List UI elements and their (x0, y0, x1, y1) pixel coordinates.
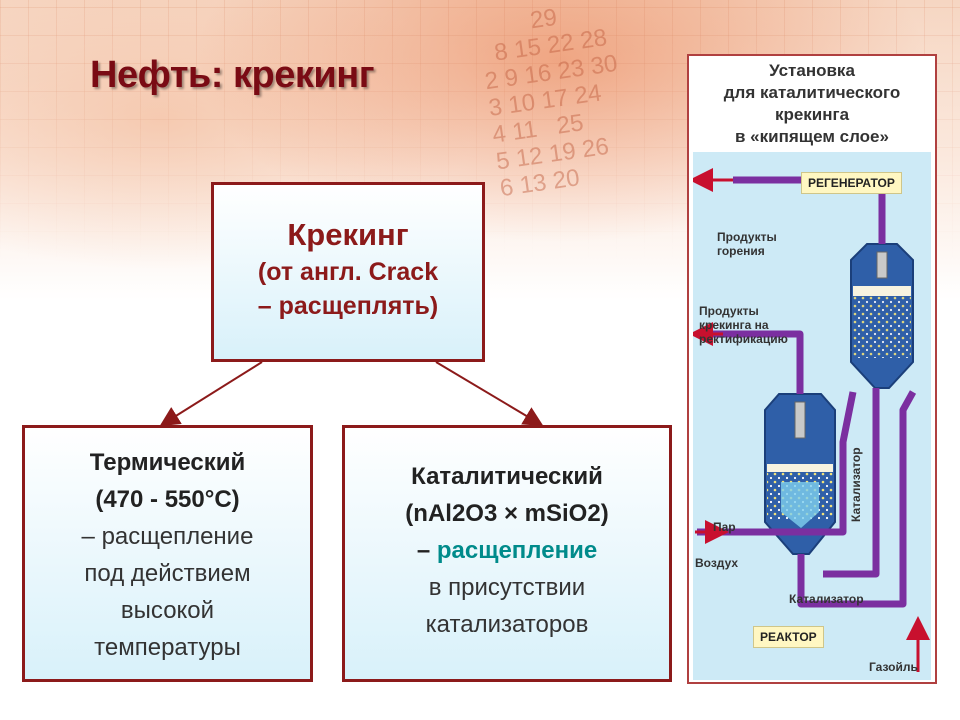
gasoil-label: Газойль (869, 660, 918, 674)
thermal-line: под действием (84, 560, 251, 587)
cracking-plant-diagram: Установка для каталитического крекинга в… (687, 54, 937, 684)
thermal-heading: Термический (89, 449, 246, 476)
thermal-temperature: (470 - 550°С) (95, 486, 240, 513)
catalytic-line: катализаторов (425, 611, 589, 638)
catalytic-heading: Каталитический (411, 463, 603, 490)
catalyst-bottom-label: Катализатор (789, 592, 864, 606)
plant-heading-line: в «кипящем слое» (735, 127, 889, 146)
arrow-to-thermal (159, 361, 263, 427)
thermal-cracking-box: Термический (470 - 550°С) – расщепление … (22, 425, 313, 682)
thermal-line: высокой (120, 597, 215, 624)
air-label: Воздух (695, 556, 739, 570)
cracking-meaning: – расщеплять) (257, 292, 439, 320)
cracking-products-line: ректификацию (699, 332, 788, 346)
catalytic-line: в присутствии (428, 574, 586, 601)
catalyst-vertical-label: Катализатор (849, 447, 863, 522)
thermal-line: – расщепление (81, 523, 254, 550)
thermal-line: температуры (94, 634, 241, 661)
plant-heading-line: Установка (769, 61, 855, 80)
reactor-vessel (764, 393, 836, 555)
plant-heading: Установка для каталитического крекинга в… (693, 60, 931, 152)
arrow-to-catalytic (435, 361, 544, 427)
cracking-heading: Крекинг (287, 217, 409, 252)
cracking-products-line: Продукты (699, 304, 759, 318)
flow-arrows (693, 168, 930, 672)
cracking-products-label: Продукты крекинга на ректификацию (699, 304, 788, 346)
regenerator-vessel (850, 243, 914, 389)
combustion-products-label: Продукты горения (717, 230, 777, 258)
catalytic-cracking-box: Каталитический (nAl2O3 × mSiO2) – расщеп… (342, 425, 672, 682)
catalytic-definition: – расщепление (345, 532, 669, 569)
cracking-products-line: крекинга на (699, 318, 769, 332)
catalytic-highlight: расщепление (436, 537, 598, 564)
slide-title: Нефть: крекинг (90, 54, 375, 96)
combustion-line: Продукты (717, 230, 777, 244)
plant-heading-line: для каталитического (723, 83, 901, 102)
catalytic-dash: – (416, 537, 431, 564)
catalytic-formula: (nAl2O3 × mSiO2) (405, 500, 609, 527)
regenerator-label: РЕГЕНЕРАТОР (801, 172, 902, 194)
plant-schematic (693, 168, 930, 672)
combustion-line: горения (717, 244, 765, 258)
reactor-label: РЕАКТОР (753, 626, 824, 648)
plant-heading-line: крекинга (774, 105, 850, 124)
steam-label: Пар (713, 520, 736, 534)
cracking-origin: (от англ. Crack (257, 258, 439, 286)
plant-body: РЕГЕНЕРАТОР Продукты горения Продукты кр… (693, 152, 931, 680)
cracking-definition-box: Крекинг (от англ. Crack – расщеплять) (211, 182, 485, 362)
